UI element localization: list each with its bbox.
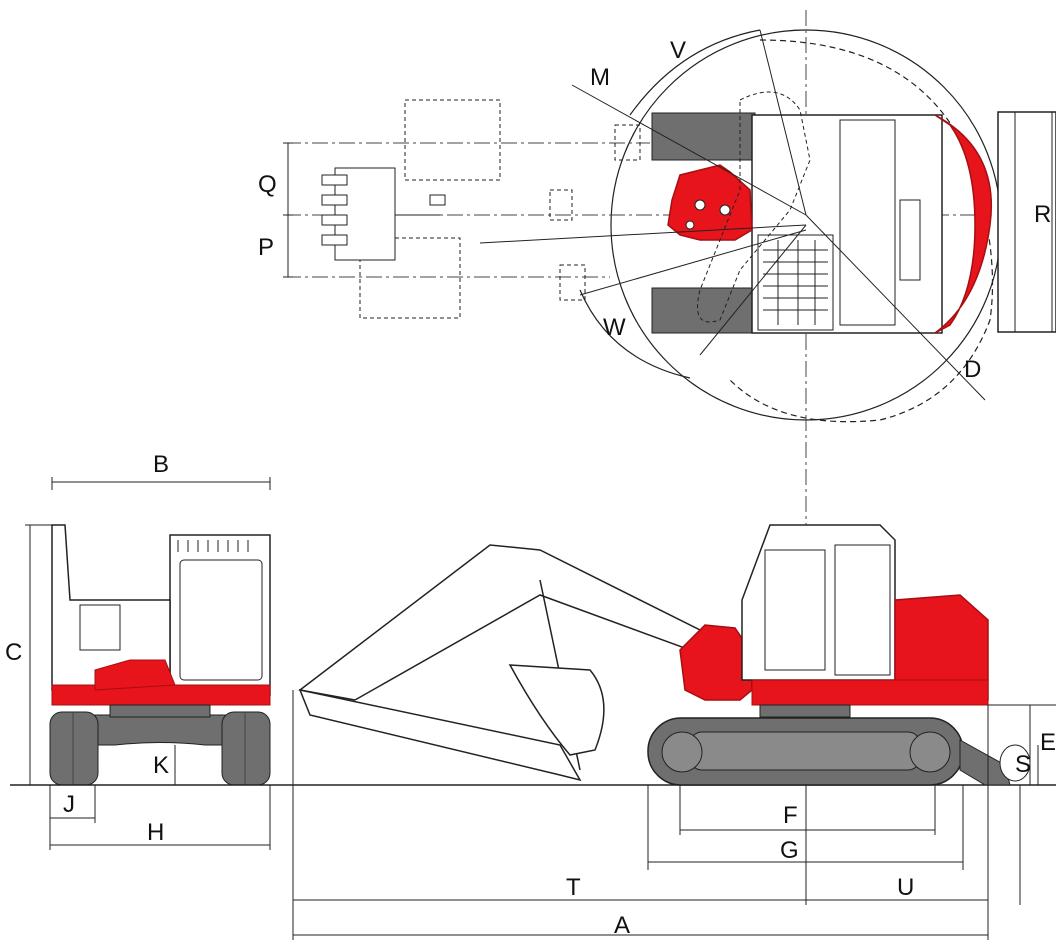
dozer-blade-top xyxy=(997,111,1056,333)
bucket-side xyxy=(508,664,605,756)
label-m: M xyxy=(590,64,610,91)
label-f: F xyxy=(783,802,798,829)
swing-radius-dashed xyxy=(729,39,994,423)
label-r: R xyxy=(1034,201,1051,228)
label-a: A xyxy=(614,912,630,939)
cab-top xyxy=(757,234,834,331)
label-c: C xyxy=(5,639,22,666)
right-track-front xyxy=(221,711,271,786)
label-u: U xyxy=(897,874,914,901)
label-d: D xyxy=(964,356,981,383)
label-b: B xyxy=(153,451,169,478)
counterweight-top xyxy=(934,114,992,334)
label-s: S xyxy=(1015,751,1031,778)
front-view xyxy=(25,477,271,850)
cab-grille xyxy=(763,240,828,325)
radiator xyxy=(899,199,921,281)
label-h: H xyxy=(147,819,164,846)
red-frame-front xyxy=(51,684,271,706)
label-e: E xyxy=(1040,729,1056,756)
right-track xyxy=(651,287,756,334)
angle-arc-v xyxy=(629,29,761,116)
angle-arc-w xyxy=(579,289,691,379)
left-track-front xyxy=(49,711,99,786)
undercarriage-front xyxy=(94,714,226,746)
dim-lines-pq xyxy=(283,142,293,278)
arm xyxy=(298,688,582,782)
bucket-top-view xyxy=(321,167,446,261)
label-t: T xyxy=(566,874,581,901)
label-j: J xyxy=(63,791,75,818)
top-view xyxy=(283,10,1056,785)
label-w: W xyxy=(603,314,626,341)
red-bracket-front xyxy=(94,659,176,691)
label-v: V xyxy=(670,37,686,64)
label-g: G xyxy=(780,837,799,864)
side-dim-lines xyxy=(292,690,1056,940)
label-k: K xyxy=(153,752,169,779)
label-p: P xyxy=(258,234,274,261)
front-dim-lines xyxy=(25,477,271,850)
label-q: Q xyxy=(258,171,277,198)
red-frame-side xyxy=(751,679,989,706)
boom xyxy=(298,544,702,701)
side-view xyxy=(10,524,1056,940)
track-frame-side xyxy=(759,704,851,718)
dozer-blade-side xyxy=(959,739,1011,786)
offset-bucket-positions xyxy=(359,91,811,323)
engine-hood xyxy=(839,119,896,326)
angle-lines xyxy=(479,29,986,401)
dimension-labels: V M Q P R W D B C K E S J F H G T U A xyxy=(5,37,1056,939)
